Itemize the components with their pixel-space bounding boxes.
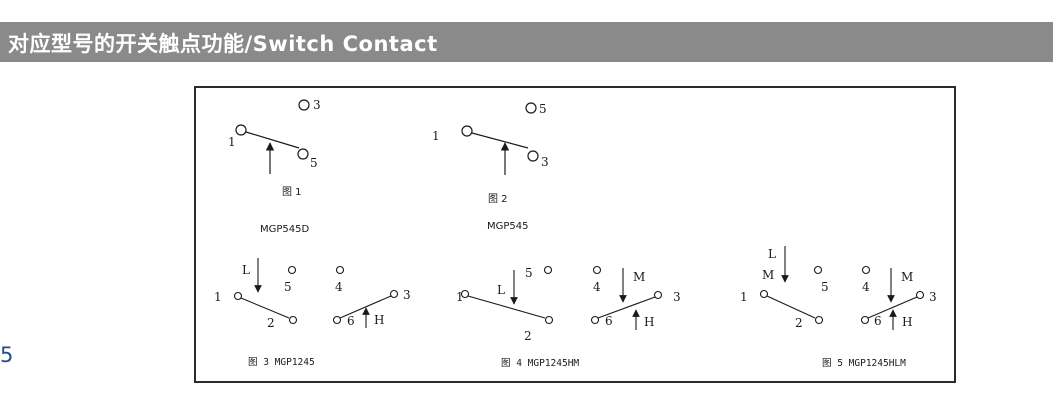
terminal-label-1: 1 <box>228 135 236 149</box>
terminal-label-5: 5 <box>310 156 318 170</box>
contact-terminal-1 <box>235 124 247 136</box>
switch-blade <box>240 297 290 319</box>
terminal-label-5: 5 <box>525 266 533 280</box>
terminal-label-2: 2 <box>524 329 532 343</box>
switch-blade <box>766 295 816 319</box>
figure-2-model: MGP545 <box>487 221 529 232</box>
terminal-label-5: 5 <box>821 280 829 294</box>
contact-terminal-5 <box>525 102 537 114</box>
arrow-label-l: L <box>497 283 505 297</box>
contact-terminal-1 <box>460 289 470 299</box>
figure-4-right <box>590 265 663 330</box>
terminal-label-4: 4 <box>593 280 601 294</box>
terminal-label-3: 3 <box>673 290 681 304</box>
contact-terminal-3 <box>653 290 663 300</box>
contact-terminal-2 <box>814 315 824 325</box>
contact-terminal-6 <box>332 315 342 325</box>
contact-diagram-svg: 3 1 5 图 1 MGP545D 5 1 3 图 2 MGP545 L 1 5… <box>214 98 937 369</box>
contact-terminal-5 <box>543 265 553 275</box>
arrow-label-h: H <box>374 313 384 327</box>
contact-terminal-5 <box>287 265 297 275</box>
switch-blade <box>339 295 392 319</box>
figure-1 <box>235 99 310 174</box>
terminal-label-3: 3 <box>929 290 937 304</box>
arrow-label-h: H <box>902 315 912 329</box>
terminal-label-2: 2 <box>795 316 803 330</box>
contact-terminal-3 <box>298 99 310 111</box>
contact-terminal-5 <box>297 148 309 160</box>
terminal-label-6: 6 <box>347 314 355 328</box>
figure-3-left <box>233 258 298 325</box>
section-title: 对应型号的开关触点功能/Switch Contact <box>8 32 438 56</box>
arrow-label-h: H <box>644 315 654 329</box>
figure-2 <box>461 102 539 175</box>
switch-blade <box>471 132 529 149</box>
figure-5-right <box>860 265 925 330</box>
switch-blade <box>597 296 656 319</box>
contact-terminal-3 <box>915 290 925 300</box>
switch-contact-diagram: 3 1 5 图 1 MGP545D 5 1 3 图 2 MGP545 L 1 5… <box>194 86 956 383</box>
terminal-label-4: 4 <box>862 280 870 294</box>
figure-5-caption: 图 5 MGP1245HLM <box>822 358 906 369</box>
terminal-label-1: 1 <box>432 129 440 143</box>
switch-blade <box>467 295 546 319</box>
contact-terminal-6 <box>860 315 870 325</box>
figure-3-caption: 图 3 MGP1245 <box>248 357 315 368</box>
contact-terminal-3 <box>389 289 399 299</box>
section-header-bar: 对应型号的开关触点功能/Switch Contact <box>0 22 1053 62</box>
contact-terminal-4 <box>861 265 871 275</box>
switch-blade <box>245 131 300 149</box>
page-number: 5 <box>0 343 14 367</box>
contact-terminal-2 <box>544 315 554 325</box>
switch-blade <box>867 296 918 319</box>
arrow-label-m: M <box>633 270 645 284</box>
arrow-label-m: M <box>901 270 913 284</box>
figure-1-caption: 图 1 <box>282 186 302 198</box>
figure-4-caption: 图 4 MGP1245HM <box>501 358 579 369</box>
figure-5-left <box>759 246 824 325</box>
figure-4-left <box>460 265 554 325</box>
contact-terminal-2 <box>288 315 298 325</box>
terminal-label-3: 3 <box>403 288 411 302</box>
figure-2-caption: 图 2 <box>488 193 508 205</box>
contact-terminal-4 <box>335 265 345 275</box>
terminal-label-6: 6 <box>874 314 882 328</box>
contact-terminal-1 <box>759 289 769 299</box>
figure-3-right <box>332 265 399 328</box>
figure-1-model: MGP545D <box>260 224 309 235</box>
terminal-label-5: 5 <box>539 102 547 116</box>
contact-terminal-5 <box>813 265 823 275</box>
terminal-label-1: 1 <box>740 290 748 304</box>
terminal-label-3: 3 <box>541 155 549 169</box>
contact-terminal-1 <box>461 125 473 137</box>
terminal-label-4: 4 <box>335 280 343 294</box>
contact-terminal-1 <box>233 291 243 301</box>
terminal-label-1: 1 <box>456 290 464 304</box>
contact-terminal-6 <box>590 315 600 325</box>
contact-terminal-3 <box>527 150 539 162</box>
terminal-label-1: 1 <box>214 290 222 304</box>
contact-terminal-4 <box>592 265 602 275</box>
terminal-label-6: 6 <box>605 314 613 328</box>
terminal-label-5: 5 <box>284 280 292 294</box>
terminal-label-2: 2 <box>267 316 275 330</box>
arrow-label-l: L <box>242 263 250 277</box>
terminal-label-3: 3 <box>313 98 321 112</box>
arrow-label-l: L <box>768 247 776 261</box>
arrow-label-m: M <box>762 268 774 282</box>
